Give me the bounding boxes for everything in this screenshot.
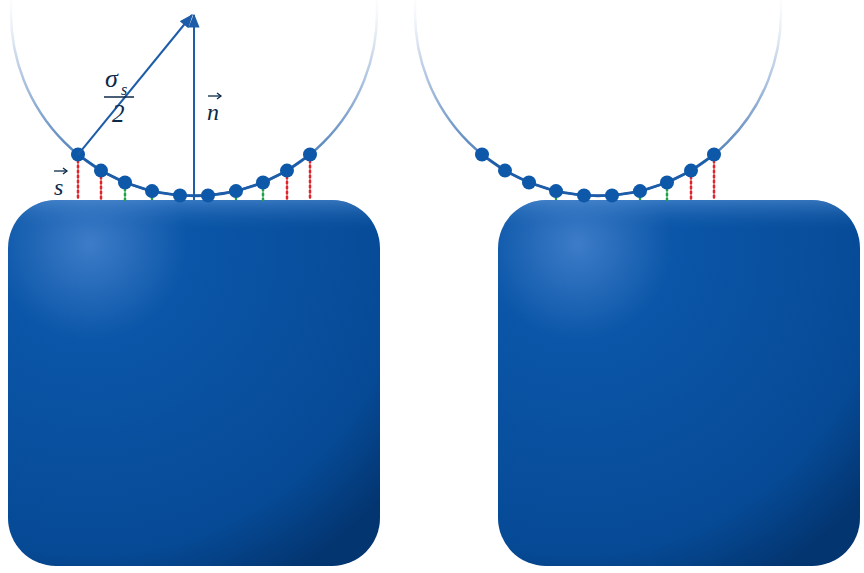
bead [660, 175, 674, 189]
fraction-bar [104, 96, 134, 98]
normal-vector [193, 15, 195, 200]
surface-block [498, 200, 860, 566]
bead [707, 148, 721, 162]
symbol-subscript: s [121, 82, 127, 98]
distance-line [666, 188, 669, 200]
bead [605, 188, 619, 202]
bead [577, 188, 591, 202]
bead [549, 184, 563, 198]
bead [256, 175, 270, 189]
surface-shine [8, 200, 380, 566]
bead [173, 188, 187, 202]
bead [475, 148, 489, 162]
bead [684, 164, 698, 178]
vector-symbol: s [54, 175, 63, 199]
bead [522, 175, 536, 189]
vector-accent [54, 170, 67, 171]
bead [94, 164, 108, 178]
bead [229, 184, 243, 198]
bead [201, 188, 215, 202]
symbol-sigma: σ [105, 66, 118, 92]
distance-line [286, 177, 289, 200]
bead [280, 164, 294, 178]
bead [633, 184, 647, 198]
bead-chain [482, 155, 714, 196]
surface-block [8, 200, 380, 566]
vector-accent [63, 168, 67, 174]
surface-shine [498, 200, 860, 566]
vector-accent [208, 95, 221, 96]
vector-accent [217, 93, 221, 99]
distance-line [309, 161, 312, 200]
probe-sphere [415, 0, 781, 196]
distance-line [713, 161, 716, 200]
radius-vector [78, 15, 192, 155]
fraction-denominator: 2 [112, 101, 125, 126]
vector-symbol: n [207, 100, 219, 124]
bead [498, 164, 512, 178]
distance-line [262, 188, 265, 200]
distance-line [124, 188, 127, 200]
distance-line [690, 177, 693, 200]
distance-line [100, 177, 103, 200]
bead [118, 175, 132, 189]
bead [145, 184, 159, 198]
distance-line [77, 161, 80, 200]
bead [303, 148, 317, 162]
